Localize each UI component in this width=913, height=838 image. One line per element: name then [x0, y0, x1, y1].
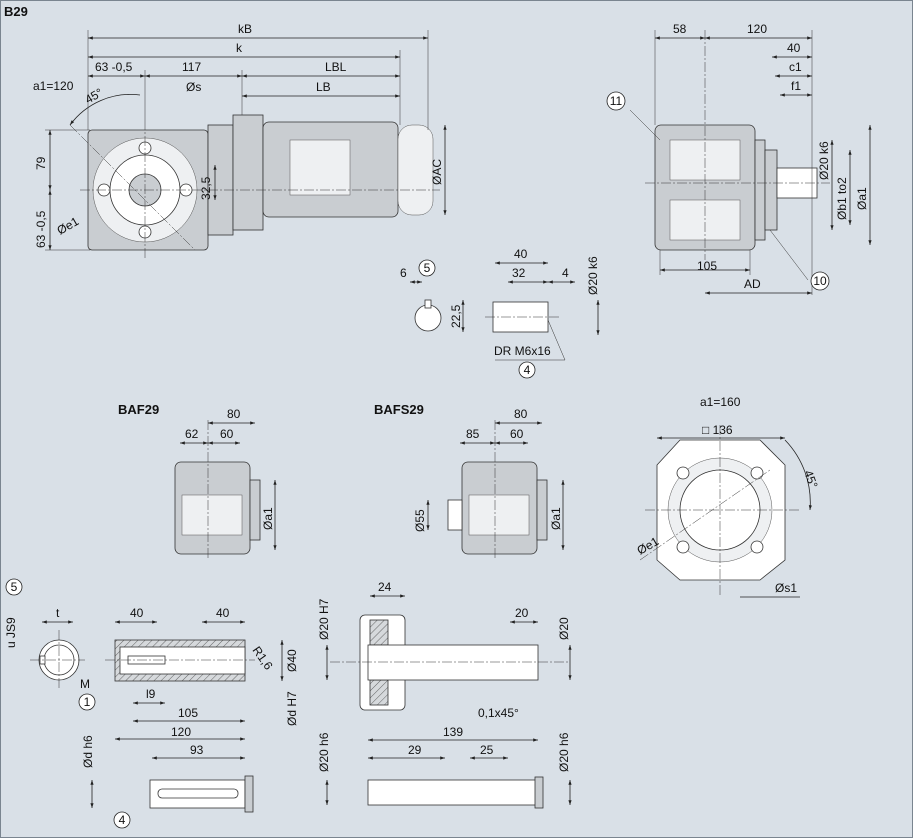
dim-40-right: 40 [216, 606, 230, 620]
dim-22-5: 22,5 [449, 304, 463, 328]
dim-AC: ØAC [430, 159, 444, 185]
dim-60: 60 [220, 427, 234, 441]
dim-58: 58 [673, 22, 687, 36]
dim-40: 40 [514, 247, 528, 261]
dim-kB: kB [238, 22, 252, 36]
dim-63-vert: 63 -0,5 [34, 210, 48, 248]
dim-square-136: □ 136 [702, 423, 733, 437]
hollow-shaft-detail: 5 t u JS9 40 40 R1,6 Ø40 M l9 Ød H7 105 … [4, 578, 299, 829]
callout-4 [113, 811, 131, 829]
dim-24: 24 [378, 580, 392, 594]
dim-a1: a1=160 [700, 395, 741, 409]
thread-label: DR M6x16 [494, 344, 551, 358]
dim-a1: Øa1 [855, 187, 869, 210]
dim-a1: Øa1 [549, 507, 563, 530]
dim-105: 105 [697, 259, 717, 273]
callout-10 [810, 271, 830, 291]
callout-5 [5, 578, 23, 596]
callout-4-label: 4 [119, 813, 126, 827]
dim-6: 6 [400, 266, 407, 280]
dim-LB: LB [316, 80, 331, 94]
dim-55: Ø55 [413, 509, 427, 532]
callout-5-label: 5 [424, 261, 431, 275]
callout-5-label: 5 [11, 580, 18, 594]
baf29-view: BAF29 80 62 60 Øa1 [118, 402, 277, 560]
shrink-disc-detail: Ø20 H7 24 20 Ø20 0,1x45° 139 Ø20 h6 29 2… [317, 580, 572, 809]
callout-4-label: 4 [524, 363, 531, 377]
dim-139: 139 [443, 725, 463, 739]
callout-1-label: 1 [84, 695, 91, 709]
dim-a1: Øa1 [261, 507, 275, 530]
dim-40: 40 [787, 41, 801, 55]
drawing-title: B29 [4, 4, 28, 19]
dim-120: 120 [747, 22, 767, 36]
callout-11-label: 11 [610, 94, 623, 108]
dim-angle: 45° [801, 468, 820, 490]
dim-k: k [236, 41, 243, 55]
dim-79: 79 [34, 156, 48, 170]
dim-40-dia: Ø40 [285, 649, 299, 672]
dim-b1: Øb1 to2 [835, 177, 849, 220]
bafs29-view: BAFS29 80 85 60 Ø55 Øa1 [374, 402, 565, 560]
dim-f1: f1 [791, 79, 801, 93]
dim-chamfer: 0,1x45° [478, 706, 519, 720]
side-view: 11 10 58 120 40 c1 f1 Ø20 k6 Øb1 to2 Øa1… [606, 22, 872, 295]
dim-105: 105 [178, 706, 198, 720]
dim-t: t [56, 606, 60, 620]
callout-1 [78, 693, 96, 711]
dim-80: 80 [227, 407, 241, 421]
bafs29-title: BAFS29 [374, 402, 424, 417]
dim-AD: AD [744, 277, 761, 291]
dim-20-h6-right: Ø20 h6 [557, 732, 571, 772]
dim-63: 63 -0,5 [95, 60, 133, 74]
dim-120: 120 [171, 725, 191, 739]
dim-4: 4 [562, 266, 569, 280]
dim-M: M [80, 677, 90, 691]
dim-d-H7: Ød H7 [285, 691, 299, 726]
dim-20-dia: Ø20 [557, 617, 571, 640]
dim-60: 60 [510, 427, 524, 441]
dim-u: u JS9 [4, 617, 18, 648]
key-detail: 5 4 6 22,5 40 32 4 Ø20 k6 DR M6x16 [400, 247, 600, 379]
dim-s: Øs [186, 80, 201, 94]
dim-a1: a1=120 [33, 79, 74, 93]
dim-l9: l9 [146, 687, 156, 701]
dim-85: 85 [466, 427, 480, 441]
dim-d-h6: Ød h6 [81, 735, 95, 768]
dim-shaft-k6: Ø20 k6 [817, 141, 831, 180]
dim-25: 25 [480, 743, 494, 757]
dim-93: 93 [190, 743, 204, 757]
dim-32-5: 32,5 [199, 176, 213, 200]
baf29-title: BAF29 [118, 402, 159, 417]
callout-10-label: 10 [813, 274, 827, 288]
flange-view: a1=160 □ 136 45° Øe1 Øs1 [635, 395, 821, 598]
dim-117: 117 [182, 60, 201, 74]
callout-4 [518, 361, 536, 379]
dim-32: 32 [512, 266, 526, 280]
callout-11 [606, 91, 626, 111]
dim-c1: c1 [789, 60, 802, 74]
dim-shaft-k6: Ø20 k6 [586, 256, 600, 295]
dim-40-left: 40 [130, 606, 144, 620]
dim-LBL: LBL [325, 60, 347, 74]
main-view: kB k 63 -0,5 117 LBL LB a1=120 45° Øs 79… [33, 22, 447, 260]
dim-80: 80 [514, 407, 528, 421]
callout-5 [418, 259, 436, 277]
dim-20-H7: Ø20 H7 [317, 598, 331, 640]
dim-s1: Øs1 [775, 581, 797, 595]
dim-20-h6-left: Ø20 h6 [317, 732, 331, 772]
dim-62: 62 [185, 427, 199, 441]
dim-29: 29 [408, 743, 422, 757]
dim-20: 20 [515, 606, 529, 620]
